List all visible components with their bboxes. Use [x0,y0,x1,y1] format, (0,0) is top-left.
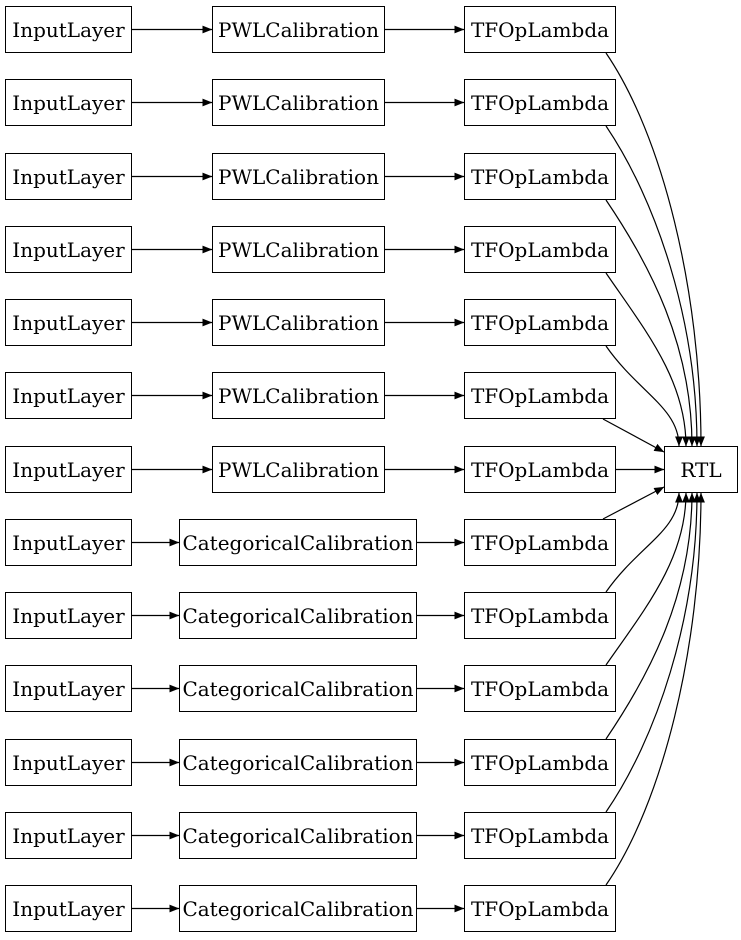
node-label: CategoricalCalibration [182,603,414,628]
node-calibration-0: PWLCalibration [212,6,385,53]
node-lambda-2: TFOpLambda [464,153,616,200]
edge-lambda-rtl-11 [605,492,701,813]
node-calibration-4: PWLCalibration [212,299,385,346]
node-label: PWLCalibration [218,310,379,335]
node-rtl: RTL [664,446,738,493]
node-label: InputLayer [12,90,125,115]
node-calibration-12: CategoricalCalibration [179,885,417,932]
node-lambda-1: TFOpLambda [464,79,616,126]
node-lambda-7: TFOpLambda [464,519,616,566]
node-input-3: InputLayer [5,226,132,273]
node-label: CategoricalCalibration [182,750,414,775]
node-label: TFOpLambda [470,603,610,628]
node-lambda-3: TFOpLambda [464,226,616,273]
edge-lambda-rtl-10 [605,492,696,740]
node-label: PWLCalibration [218,457,379,482]
node-lambda-11: TFOpLambda [464,812,616,859]
node-calibration-7: CategoricalCalibration [179,519,417,566]
node-label: InputLayer [12,823,125,848]
node-input-10: InputLayer [5,739,132,786]
node-input-7: InputLayer [5,519,132,566]
node-input-8: InputLayer [5,592,132,639]
node-calibration-5: PWLCalibration [212,372,385,419]
node-lambda-4: TFOpLambda [464,299,616,346]
edge-lambda-rtl-2 [605,199,696,447]
node-label: InputLayer [12,237,125,262]
node-calibration-1: PWLCalibration [212,79,385,126]
node-label: TFOpLambda [470,90,610,115]
edge-lambda-rtl-9 [605,492,690,666]
node-label: TFOpLambda [470,823,610,848]
node-label: InputLayer [12,603,125,628]
node-calibration-2: PWLCalibration [212,153,385,200]
node-label: TFOpLambda [470,310,610,335]
node-input-11: InputLayer [5,812,132,859]
node-label: CategoricalCalibration [182,530,414,555]
node-label: PWLCalibration [218,164,379,189]
node-label: InputLayer [12,164,125,189]
node-label: PWLCalibration [218,237,379,262]
node-calibration-6: PWLCalibration [212,446,385,493]
node-lambda-12: TFOpLambda [464,885,616,932]
node-label: InputLayer [12,383,125,408]
node-input-6: InputLayer [5,446,132,493]
edge-lambda-rtl-12 [605,492,705,886]
node-input-0: InputLayer [5,6,132,53]
node-label: TFOpLambda [470,530,610,555]
node-label: TFOpLambda [470,676,610,701]
edge-lambda-rtl-1 [605,125,701,447]
node-label: RTL [680,457,722,482]
node-label: TFOpLambda [470,896,610,921]
node-lambda-10: TFOpLambda [464,739,616,786]
node-label: PWLCalibration [218,17,379,42]
node-label: TFOpLambda [470,750,610,775]
node-label: PWLCalibration [218,383,379,408]
node-label: TFOpLambda [470,164,610,189]
edge-lambda-rtl-7 [602,486,665,520]
node-calibration-10: CategoricalCalibration [179,739,417,786]
node-label: TFOpLambda [470,383,610,408]
node-input-1: InputLayer [5,79,132,126]
node-lambda-6: TFOpLambda [464,446,616,493]
edge-lambda-rtl-0 [605,52,705,447]
node-label: InputLayer [12,750,125,775]
edge-lambda-rtl-4 [605,345,683,447]
node-label: TFOpLambda [470,17,610,42]
edge-lambda-rtl-5 [602,418,665,453]
node-lambda-9: TFOpLambda [464,665,616,712]
node-input-9: InputLayer [5,665,132,712]
node-calibration-3: PWLCalibration [212,226,385,273]
node-label: TFOpLambda [470,237,610,262]
node-input-12: InputLayer [5,885,132,932]
node-input-4: InputLayer [5,299,132,346]
node-lambda-8: TFOpLambda [464,592,616,639]
node-label: InputLayer [12,530,125,555]
node-lambda-0: TFOpLambda [464,6,616,53]
node-label: InputLayer [12,896,125,921]
node-lambda-5: TFOpLambda [464,372,616,419]
node-label: PWLCalibration [218,90,379,115]
node-label: CategoricalCalibration [182,823,414,848]
node-calibration-11: CategoricalCalibration [179,812,417,859]
node-label: InputLayer [12,310,125,335]
edge-lambda-rtl-8 [605,492,683,593]
node-calibration-8: CategoricalCalibration [179,592,417,639]
node-label: InputLayer [12,676,125,701]
node-input-5: InputLayer [5,372,132,419]
node-label: CategoricalCalibration [182,896,414,921]
edge-lambda-rtl-3 [605,272,690,447]
node-label: CategoricalCalibration [182,676,414,701]
node-label: TFOpLambda [470,457,610,482]
node-label: InputLayer [12,17,125,42]
node-calibration-9: CategoricalCalibration [179,665,417,712]
node-input-2: InputLayer [5,153,132,200]
node-label: InputLayer [12,457,125,482]
